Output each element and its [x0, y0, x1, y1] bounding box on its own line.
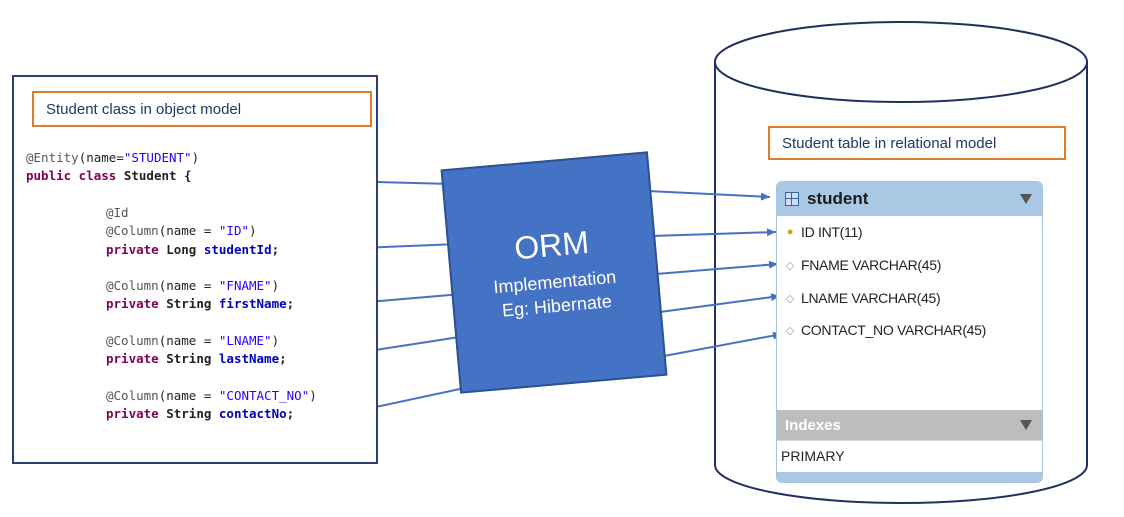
code-token: ; — [286, 406, 295, 422]
code-token: studentId — [203, 241, 272, 257]
table-column-fname: ◇ FNAME VARCHAR(45) — [777, 253, 942, 277]
code-line: @Column(name = "FNAME") — [106, 278, 279, 294]
code-token: (name = — [158, 387, 219, 403]
code-token: ; — [279, 351, 287, 367]
code-token: String — [166, 351, 219, 367]
table-footer — [777, 472, 1042, 482]
diamond-icon: ◇ — [785, 292, 795, 305]
code-line: @Column(name = "CONTACT_NO") — [106, 388, 317, 404]
indexes-divider — [777, 440, 1042, 441]
arrow-lname — [659, 293, 781, 313]
diamond-icon: ◇ — [785, 259, 795, 272]
table-column-id: ● ID INT(11) — [777, 220, 863, 244]
code-token: ; — [271, 241, 280, 257]
code-token: @Column — [106, 223, 159, 239]
code-token: (name= — [78, 150, 124, 165]
code-token: ) — [191, 150, 200, 165]
code-token: String — [166, 406, 219, 422]
table-name: student — [807, 189, 869, 208]
code-token: Student { — [123, 168, 192, 184]
code-token: String — [166, 296, 219, 312]
code-token: "FNAME" — [218, 278, 272, 294]
table-column-lname: ◇ LNAME VARCHAR(45) — [777, 286, 941, 310]
code-line: @Id — [106, 205, 129, 221]
code-token: @Entity — [26, 150, 79, 165]
code-token: "CONTACT_NO" — [218, 387, 310, 403]
code-line: @Column(name = "ID") — [106, 223, 257, 239]
code-token: private — [106, 351, 167, 367]
column-id-text: ID INT(11) — [801, 224, 863, 240]
table-icon — [785, 192, 799, 206]
code-token: @Column — [106, 278, 159, 294]
column-contact-no-text: CONTACT_NO VARCHAR(45) — [801, 322, 987, 338]
code-token: private — [106, 296, 167, 312]
code-line: private String lastName; — [106, 351, 287, 367]
code-token: ) — [271, 333, 280, 348]
code-token: lastName — [218, 351, 280, 367]
code-token: (name = — [158, 278, 219, 294]
code-token: ) — [309, 387, 317, 403]
indexes-header: Indexes — [777, 410, 1042, 440]
code-token: private — [106, 406, 167, 422]
table-column-contact-no: ◇ CONTACT_NO VARCHAR(45) — [777, 318, 986, 342]
arrow-id — [651, 228, 777, 237]
code-line: @Column(name = "LNAME") — [106, 333, 279, 349]
code-token: ) — [249, 223, 257, 239]
code-token: @Id — [106, 204, 129, 220]
code-token: @Column — [106, 387, 159, 403]
indexes-label: Indexes — [785, 416, 841, 434]
code-token: ; — [286, 296, 295, 312]
arrow-table — [647, 190, 771, 201]
column-lname-text: LNAME VARCHAR(45) — [801, 290, 941, 306]
index-primary-text: PRIMARY — [781, 448, 845, 464]
table-header: student — [777, 182, 1042, 216]
code-token: "ID" — [218, 223, 250, 239]
column-fname-text: FNAME VARCHAR(45) — [801, 257, 942, 273]
code-token: (name = — [158, 333, 219, 348]
relational-model-label-text: Student table in relational model — [782, 134, 997, 152]
student-table: student ● ID INT(11) ◇ FNAME VARCHAR(45)… — [776, 181, 1043, 483]
code-line: private String contactNo; — [106, 406, 294, 422]
code-token: "STUDENT" — [123, 150, 192, 165]
index-primary: PRIMARY — [777, 444, 845, 468]
code-line: private Long studentId; — [106, 242, 279, 258]
code-token: @Column — [106, 333, 159, 348]
object-model-label-text: Student class in object model — [46, 100, 242, 118]
orm-title: ORM — [512, 223, 591, 267]
code-token: (name = — [158, 223, 219, 239]
collapse-triangle-icon[interactable] — [1020, 420, 1032, 430]
object-model-label: Student class in object model — [32, 91, 372, 127]
code-token: Long — [166, 241, 204, 257]
object-model-box — [12, 75, 378, 464]
diamond-icon: ◇ — [785, 324, 795, 337]
code-token: public class — [26, 168, 124, 184]
primary-key-icon: ● — [786, 226, 794, 238]
collapse-triangle-icon[interactable] — [1020, 194, 1032, 204]
code-line: @Entity(name="STUDENT") — [26, 150, 199, 166]
orm-box: ORM Implementation Eg: Hibernate — [440, 151, 668, 394]
code-line: public class Student { — [26, 168, 192, 184]
code-line: private String firstName; — [106, 296, 294, 312]
code-token: contactNo — [218, 406, 287, 422]
code-token: ) — [271, 278, 280, 294]
code-token: firstName — [218, 296, 287, 312]
arrow-contactno — [663, 331, 783, 357]
relational-model-label: Student table in relational model — [768, 126, 1066, 160]
code-token: private — [106, 241, 167, 257]
arrow-fname — [655, 260, 779, 275]
code-token: "LNAME" — [218, 333, 272, 348]
